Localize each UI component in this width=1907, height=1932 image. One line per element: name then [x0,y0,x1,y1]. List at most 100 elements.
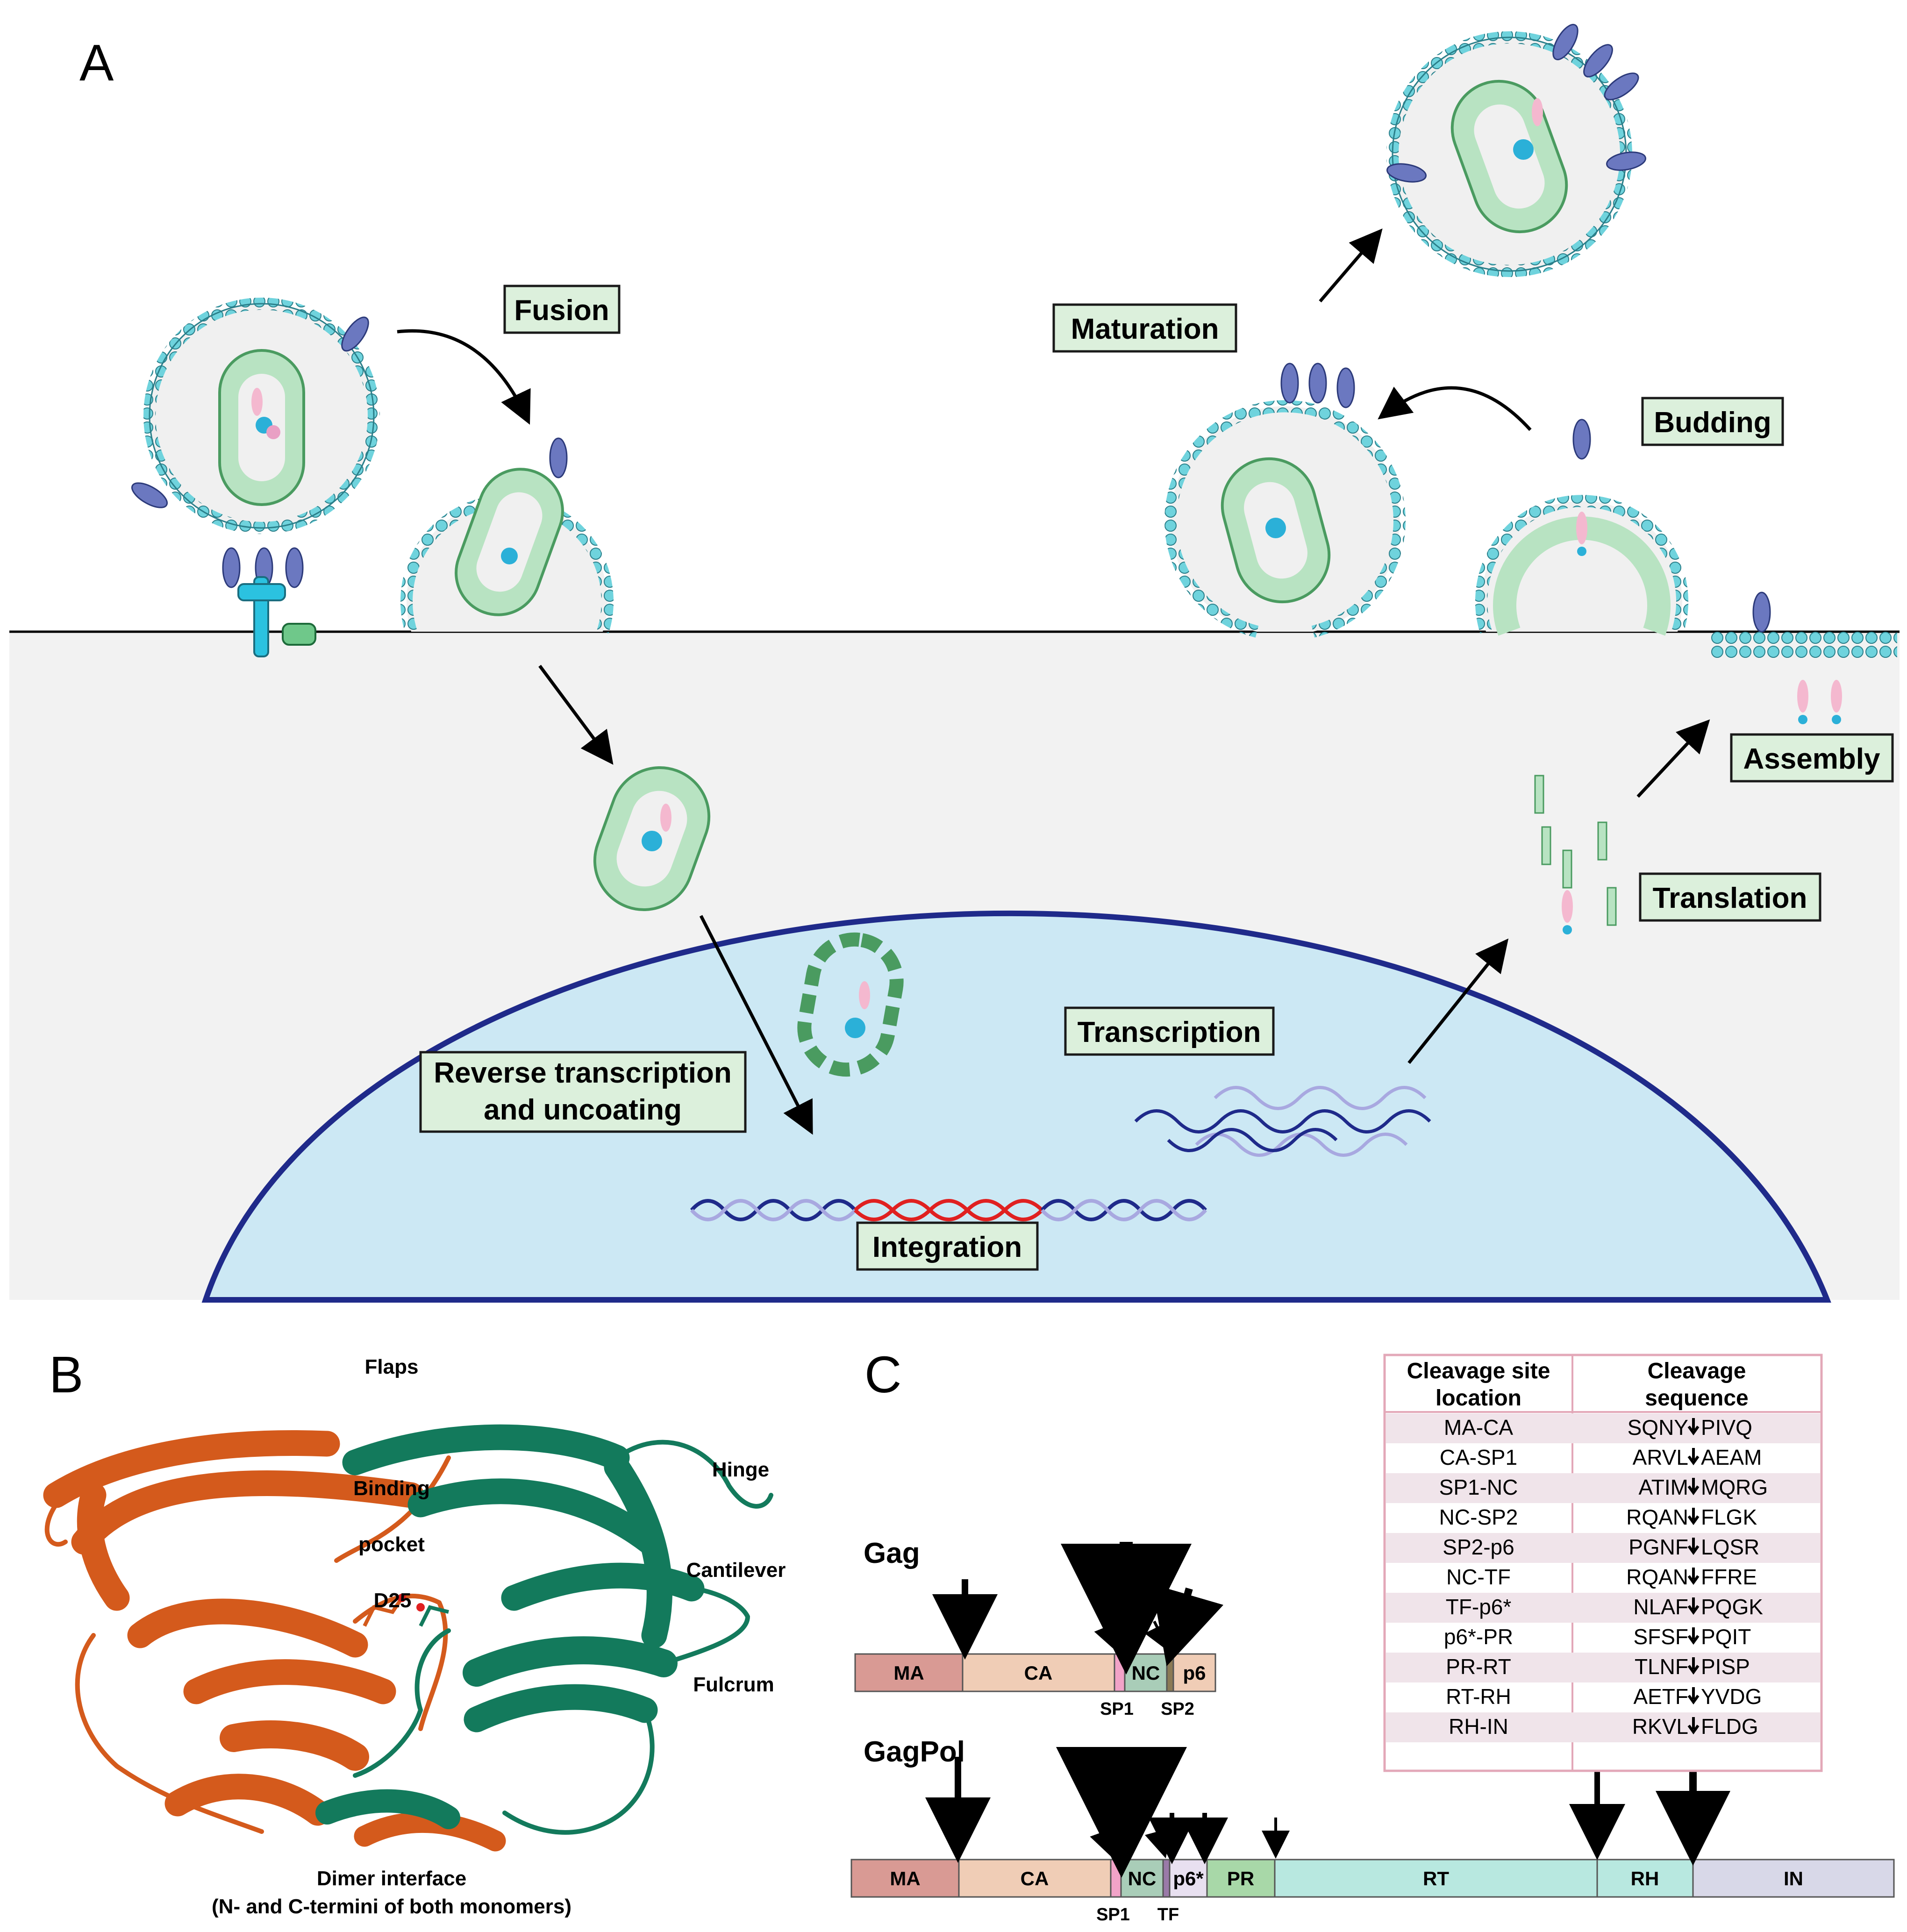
cleavage-sequence-right: PQGK [1701,1595,1763,1619]
step-budding: Budding [1641,397,1784,446]
gag-sp1 [1114,1653,1126,1692]
cleavage-sequence-left: ATIM [1639,1475,1688,1499]
table-header-sequence-1: Cleavage [1648,1359,1746,1383]
gagpol-in [1692,1859,1895,1898]
cleavage-sequence-right: MQRG [1701,1475,1768,1499]
panel-letter-b: B [49,1346,83,1404]
gag-nc-label: NC [1132,1662,1160,1684]
cleavage-sequence-right: FFRE [1701,1565,1757,1589]
cleavage-site-location: NC-SP2 [1439,1505,1518,1529]
gagpol-title: GagPol [864,1736,965,1768]
gagpol-sp1 [1110,1859,1122,1898]
cleavage-arrow-icon [1687,1478,1700,1496]
table-row: NC-SP2 RQAN FLGK [1439,1505,1757,1529]
cleavage-arrow-icon [1687,1538,1700,1555]
table-row: SP1-NC ATIM MQRG [1439,1475,1768,1499]
cleavage-sequence-right: LQSR [1701,1535,1759,1559]
step-fusion-label: Fusion [514,294,609,327]
label-fulcrum: Fulcrum [693,1673,774,1696]
label-flaps: Flaps [365,1355,419,1378]
gag-sp2 [1166,1653,1174,1692]
gagpol-p6star-label: p6* [1173,1868,1204,1889]
monomer-b-ribbon [315,1424,773,1835]
step-integration: Integration [856,1221,1039,1271]
gag-ma [854,1653,964,1692]
cleavage-sequence-left: ARVL [1633,1445,1688,1469]
fusing-virion [400,437,614,634]
cleavage-sequence-left: RQAN [1626,1565,1688,1589]
step-transcription: Transcription [1064,1006,1275,1056]
panel-c: C Gag MA CA NC p6 SP1 SP2 GagPol [850,1346,1895,1925]
step-maturation: Maturation [1052,303,1237,353]
free-virion [143,298,380,534]
gagpol-rh [1596,1859,1694,1898]
cleavage-sequence-left: SFSF [1633,1625,1688,1649]
gag-title: Gag [864,1537,920,1569]
cleavage-arrow-icon [1687,1448,1700,1466]
gagpol-rt-label: RT [1423,1868,1449,1889]
gagpol-cleavage-arrows [925,1747,1730,1878]
step-transcription-label: Transcription [1078,1016,1261,1048]
label-d25: D25 [374,1589,412,1612]
cleavage-sequence-right: PQIT [1701,1625,1751,1649]
cleavage-arrow-icon [1687,1568,1700,1585]
cleavage-arrow-icon [1687,1418,1700,1436]
label-binding-pocket-2: pocket [358,1533,425,1556]
gagpol-pr [1206,1859,1276,1898]
step-integration-label: Integration [872,1231,1022,1263]
label-dimer-interface-1: Dimer interface [317,1867,466,1890]
gag-bar: MA CA NC p6 [854,1653,1216,1692]
gag-ca-label: CA [1024,1662,1053,1684]
cleavage-arrow-icon [1687,1597,1700,1615]
gagpol-ca-label: CA [1021,1868,1049,1889]
gag-cleavage-arrows [932,1542,1224,1675]
step-assembly-label: Assembly [1743,743,1880,775]
step-reverse-transcription: Reverse transcription and uncoating [419,1051,747,1133]
step-rt-line2: and uncoating [484,1094,682,1126]
released-capsid [593,766,711,911]
cleavage-sequence-left: PGNF [1628,1535,1688,1559]
step-assembly: Assembly [1730,733,1894,783]
mature-virion [1386,24,1646,277]
gagpol-in-label: IN [1784,1868,1803,1889]
cleavage-sequence-right: PIVQ [1701,1415,1752,1440]
gagpol-tf [1162,1859,1171,1898]
cleavage-sequence-right: FLGK [1701,1505,1757,1529]
gagpol-rt [1274,1859,1598,1898]
cleavage-sequence-left: SQNY [1628,1415,1688,1440]
gag-sp2-label: SP2 [1161,1699,1194,1719]
integration-dna [690,1199,1207,1221]
cleavage-sequence-left: RQAN [1626,1505,1688,1529]
cleavage-site-location: CA-SP1 [1440,1445,1517,1469]
table-row: p6*-PR SFSF PQIT [1444,1625,1751,1649]
cleavage-sequence-left: AETF [1633,1684,1688,1709]
cleavage-site-location: PR-RT [1446,1654,1511,1679]
cleavage-site-location: RT-RH [1446,1684,1511,1709]
cleavage-sequence-right: PISP [1701,1654,1750,1679]
cleavage-sequence-left: RKVL [1632,1714,1688,1739]
cleavage-site-location: SP2-p6 [1443,1535,1514,1559]
cleavage-sequence-right: YVDG [1701,1684,1762,1709]
mrna-transcripts [1134,1086,1431,1157]
cleavage-arrow-icon [1687,1657,1700,1675]
panel-letter-a: A [79,34,114,92]
table-row: SP2-p6 PGNF LQSR [1443,1535,1759,1559]
table-row: RT-RH AETF YVDG [1446,1684,1762,1709]
cleavage-site-location: SP1-NC [1439,1475,1518,1499]
gagpol-rh-label: RH [1631,1868,1659,1889]
budded-virion [1164,363,1406,638]
cleavage-site-location: p6*-PR [1444,1625,1513,1649]
step-translation: Translation [1639,872,1821,922]
gagpol-ma-label: MA [890,1868,920,1889]
cleavage-sequence-right: FLDG [1701,1714,1758,1739]
step-translation-label: Translation [1653,882,1807,914]
label-cantilever: Cantilever [686,1559,786,1582]
cleavage-arrow-icon [1687,1717,1700,1735]
table-header-sequence-2: sequence [1645,1386,1748,1411]
